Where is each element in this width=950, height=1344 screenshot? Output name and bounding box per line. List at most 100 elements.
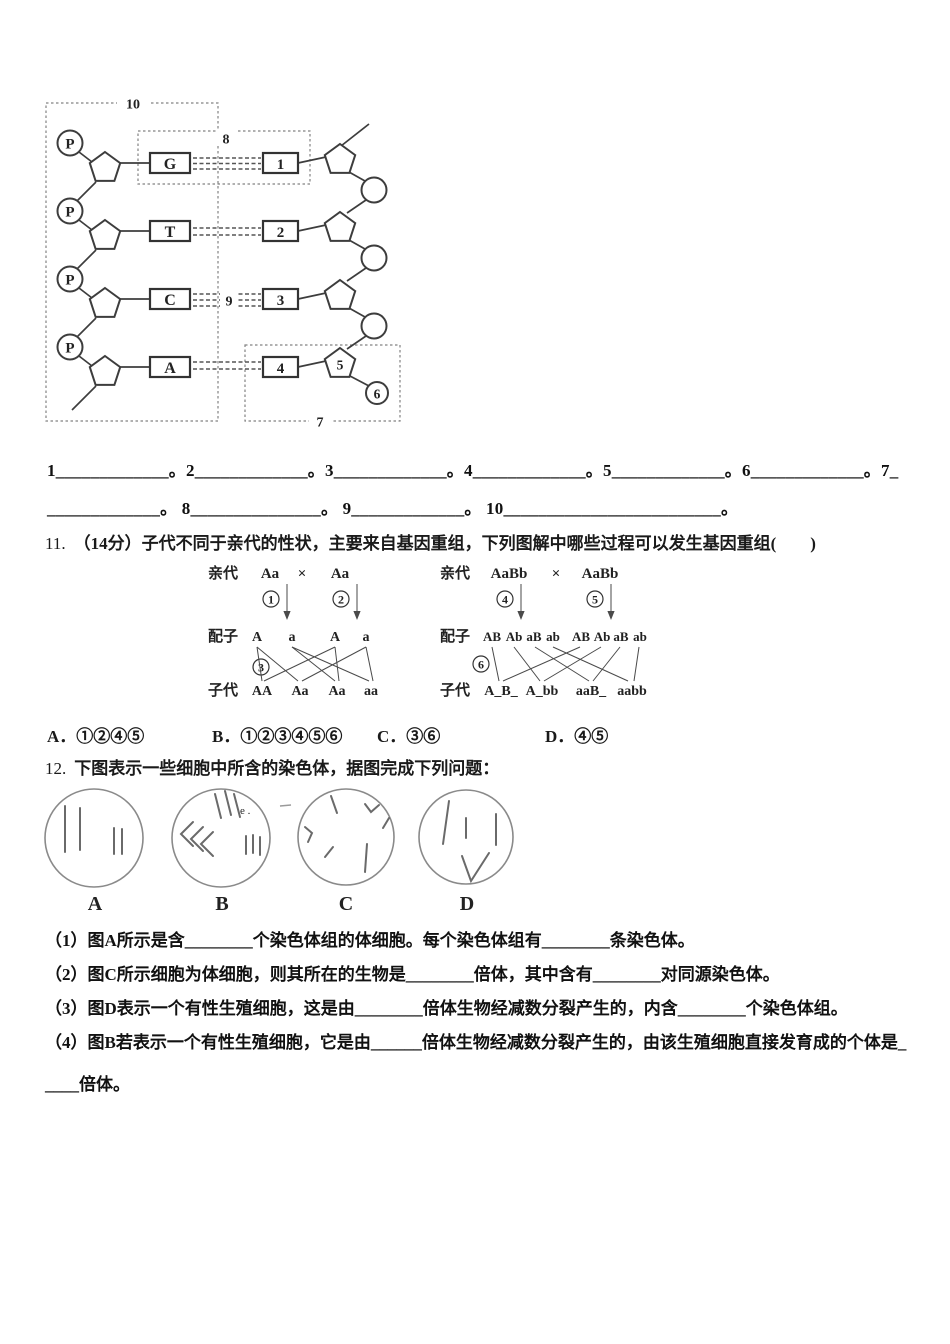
svg-text:aa: aa <box>364 684 378 699</box>
base-letter: A <box>164 360 176 377</box>
base-slot-box-3 <box>261 287 300 311</box>
dna-region-7-box: 7 <box>244 344 401 431</box>
phosphate-circle <box>56 333 84 361</box>
svg-text:A: A <box>330 630 341 645</box>
question-12-sub-4-line-1: （4）图B若表示一个有性生殖细胞，它是由______倍体生物经减数分裂产生的，由… <box>45 1033 907 1052</box>
svg-text:Aa: Aa <box>291 684 308 699</box>
base-box-T <box>148 219 192 243</box>
chromosome-cells-figure: A B e . C <box>44 788 514 915</box>
svg-text:e .: e . <box>240 805 251 817</box>
svg-text:Ab: Ab <box>506 629 523 644</box>
question-12-sub-3: （3）图D表示一个有性生殖细胞，这是由________倍体生物经减数分裂产生的，… <box>45 999 848 1018</box>
cell-D-label: D <box>460 893 474 915</box>
scan-artifact: e . <box>240 804 292 817</box>
deoxyribose-pentagon <box>88 218 122 250</box>
question-12-number: 12. <box>45 759 67 778</box>
gamete-combination-lines-right <box>491 646 640 682</box>
svg-text:配子: 配子 <box>440 628 470 645</box>
svg-text:AaBb: AaBb <box>491 566 528 582</box>
svg-text:a: a <box>289 630 296 645</box>
dna-structure-figure: 10 8 7 9 <box>45 96 401 431</box>
svg-text:4: 4 <box>502 593 508 607</box>
question-12-sub-2: （2）图C所示细胞为体细胞，则其所在的生物是________倍体，其中含有___… <box>45 965 780 984</box>
question-12-sub-1: （1）图A所示是含________个染色体组的体细胞。每个染色体组有______… <box>45 931 695 950</box>
base-letter: G <box>164 156 177 173</box>
answer-blanks-row-2: _____________。 8_______________。 9______… <box>47 499 739 518</box>
cell-A: A <box>44 788 144 915</box>
svg-text:AA: AA <box>252 684 273 699</box>
choice-B: B．①②③④⑤⑥ <box>212 727 343 746</box>
svg-text:×: × <box>298 566 307 582</box>
svg-text:ab: ab <box>633 629 647 644</box>
dna-region-10-box: 10 <box>45 96 219 422</box>
slot-number: 1 <box>277 157 285 173</box>
svg-text:配子: 配子 <box>208 628 238 645</box>
label-5: 5 <box>337 358 344 373</box>
svg-text:AB: AB <box>572 629 590 644</box>
svg-text:aB: aB <box>526 629 542 644</box>
choice-C: C．③⑥ <box>377 727 441 746</box>
deoxyribose-pentagon <box>88 286 122 318</box>
svg-text:亲代: 亲代 <box>440 564 470 582</box>
svg-text:×: × <box>552 566 561 582</box>
cross-right: 亲代 AaBb × AaBb 4 5 配子 AB Ab aB ab AB Ab <box>440 564 647 699</box>
phosphate-circle <box>360 176 388 204</box>
base-slot-box-2 <box>261 219 300 243</box>
choice-D: D．④⑤ <box>545 727 609 746</box>
base-box-A <box>148 355 192 379</box>
base-slot-box-4 <box>261 355 300 379</box>
svg-text:Aa: Aa <box>261 566 280 582</box>
slot-number: 3 <box>277 293 285 309</box>
svg-text:5: 5 <box>592 593 598 607</box>
deoxyribose-pentagon <box>323 278 357 310</box>
phosphate-circle <box>56 265 84 293</box>
question-12-stem: 12.下图表示一些细胞中所含的染色体，据图完成下列问题： <box>45 759 500 778</box>
cell-D: D <box>418 789 514 915</box>
answer-blanks-row-1: 1_____________。2_____________。3_________… <box>47 461 899 480</box>
cell-C: C <box>297 788 395 915</box>
cell-B: B <box>171 788 271 915</box>
phosphate-label: P <box>65 137 74 153</box>
deoxyribose-pentagon <box>323 210 357 242</box>
cross-6: 6 <box>472 655 490 673</box>
dna-left-strand: P P P P G T C A <box>56 129 192 411</box>
arrow-2: 2 <box>332 584 361 620</box>
svg-text:a: a <box>363 630 370 645</box>
pentagon-5 <box>323 346 357 378</box>
cell-C-label: C <box>339 893 353 915</box>
svg-text:子代: 子代 <box>440 681 470 699</box>
genetic-cross-figure: 亲代 Aa × Aa 1 2 配子 A a A a 3 <box>208 564 647 699</box>
svg-text:2: 2 <box>338 593 344 607</box>
svg-text:A_bb: A_bb <box>526 684 559 699</box>
svg-text:1: 1 <box>268 593 274 607</box>
cell-A-label: A <box>88 893 103 915</box>
deoxyribose-pentagon <box>88 354 122 386</box>
deoxyribose-pentagon <box>88 150 122 182</box>
label-7: 7 <box>317 416 324 431</box>
svg-text:6: 6 <box>478 658 484 672</box>
phosphate-circle <box>56 129 84 157</box>
hydrogen-bonds: 9 <box>193 157 261 370</box>
svg-text:3: 3 <box>258 661 264 675</box>
dna-region-8-box: 8 <box>137 130 311 185</box>
arrow-1: 1 <box>262 584 291 620</box>
gamete-combination-lines-left <box>256 646 374 682</box>
cross-left: 亲代 Aa × Aa 1 2 配子 A a A a 3 <box>208 564 378 699</box>
svg-text:Aa: Aa <box>328 684 345 699</box>
label-6: 6 <box>374 387 381 402</box>
svg-text:A_B_: A_B_ <box>484 684 518 699</box>
label-10: 10 <box>126 98 140 113</box>
question-11-number: 11. <box>45 534 66 553</box>
phosphate-label: P <box>65 341 74 357</box>
label-9: 9 <box>226 295 233 310</box>
svg-text:Aa: Aa <box>331 566 350 582</box>
arrow-5: 5 <box>586 584 615 620</box>
slot-number: 2 <box>277 225 285 241</box>
svg-text:A: A <box>252 630 263 645</box>
base-box-C <box>148 287 192 311</box>
arrow-4: 4 <box>496 584 525 620</box>
svg-text:亲代: 亲代 <box>208 564 238 582</box>
choice-A: A．①②④⑤ <box>47 727 145 746</box>
phosphate-circle <box>56 197 84 225</box>
base-letter: C <box>164 292 176 309</box>
